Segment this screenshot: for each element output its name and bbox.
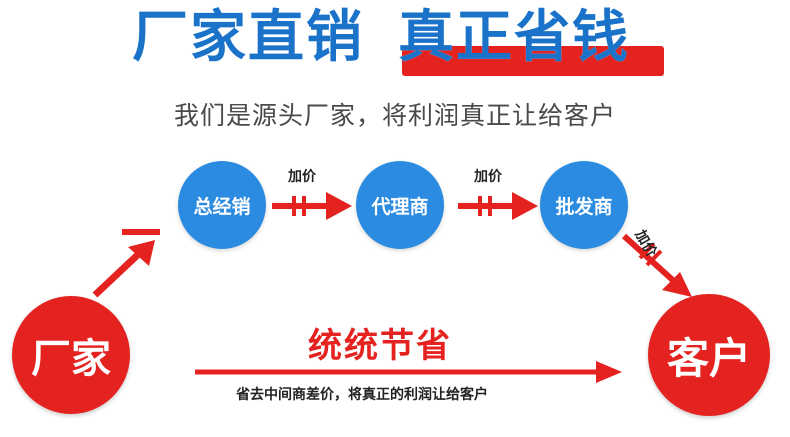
headline-left: 厂家直销 [132, 5, 364, 70]
markup-label-2: 加价 [474, 169, 502, 185]
headline: 厂家直销 真正省钱 [0, 0, 790, 80]
markup-arrow-2 [458, 192, 538, 220]
markup-arrow-1 [272, 192, 352, 220]
savings-title: 统统节省 [308, 326, 452, 366]
headline-underline-bar [402, 46, 664, 76]
direct-arrow [195, 361, 622, 383]
markup-label-1: 加价 [288, 169, 316, 185]
node-agent: 代理商 [356, 161, 444, 249]
subtitle: 我们是源头厂家，将利润真正让给客户 [173, 101, 616, 130]
markup-arrow-3 [621, 233, 692, 297]
headline-right-group: 真正省钱 [398, 6, 666, 76]
node-wholesaler: 批发商 [540, 161, 628, 249]
customer-circle: 客户 [648, 294, 770, 416]
savings-caption: 省去中间商差价，将真正的利润让给客户 [236, 387, 488, 403]
node-general-distributor: 总经销 [178, 161, 266, 249]
factory-up-arrow [92, 229, 160, 298]
headline-right: 真正省钱 [398, 5, 630, 70]
factory-circle: 厂家 [12, 296, 130, 414]
